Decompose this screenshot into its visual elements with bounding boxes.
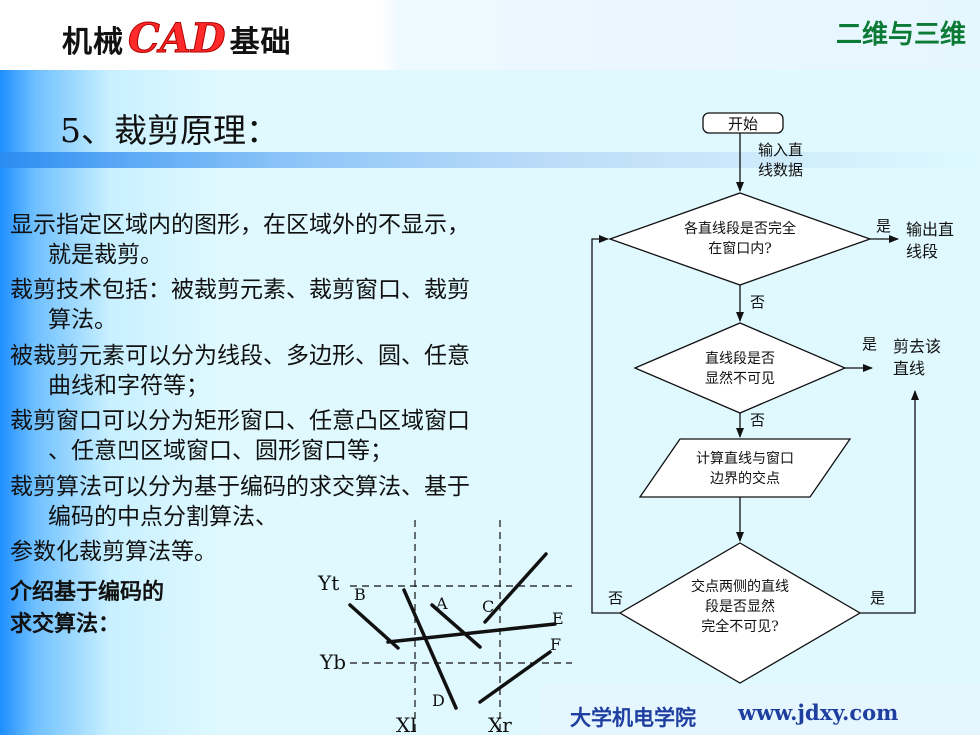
output-label-2: 线段 [906, 242, 938, 261]
paragraph-6: 参数化裁剪算法等。 [10, 537, 217, 567]
decision-1-line-2: 在窗口内? [708, 240, 772, 257]
compute-line-2: 边界的交点 [710, 470, 780, 487]
d2-yes-label: 是 [862, 335, 877, 353]
decision-3-line-3: 完全不可见? [701, 618, 779, 635]
segment-f [478, 650, 552, 704]
segment-a [430, 603, 482, 649]
decision-1 [608, 192, 872, 286]
paragraph-4: 裁剪窗口可以分为矩形窗口、任意凸区域窗口 、任意凹区域窗口、圆形窗口等； [10, 406, 470, 466]
paragraph-continuation: 就是裁剪。 [48, 242, 163, 268]
paragraph-line: 参数化裁剪算法等。 [10, 539, 217, 565]
paragraph-3: 被裁剪元素可以分为线段、多边形、圆、任意 曲线和字符等； [10, 341, 470, 401]
discard-label-2: 直线 [893, 359, 925, 378]
paragraph-continuation: 算法。 [48, 307, 117, 333]
decision-2-line-1: 直线段是否 [705, 350, 775, 367]
clipping-diagram: Yt Yb Xl Xr A B C D E F [317, 520, 572, 735]
label-f: F [550, 635, 561, 654]
logo-cad: CAD [128, 15, 227, 62]
xr-label: Xr [488, 713, 512, 735]
title-divider [0, 152, 980, 168]
paragraph-line: 裁剪算法可以分为基于编码的求交算法、基于 [10, 474, 470, 500]
label-d: D [432, 691, 445, 710]
website-link[interactable]: www.jdxy.com [738, 700, 899, 725]
arrow-to-discard [860, 390, 919, 614]
loop-back-arrow [591, 235, 620, 614]
decision-3 [618, 542, 862, 684]
d3-no-label: 否 [608, 589, 623, 607]
paragraph-line: 裁剪技术包括：被裁剪元素、裁剪窗口、裁剪 [10, 277, 470, 303]
bold-intro-1: 介绍基于编码的 [10, 580, 165, 605]
label-b: B [354, 585, 366, 604]
compute-intersection-box [638, 438, 852, 498]
yb-label: Yb [319, 650, 346, 674]
paragraph-line: 显示指定区域内的图形，在区域外的不显示， [10, 212, 470, 238]
section-title: 5、裁剪原理： [60, 111, 279, 150]
school-name: 大学机电学院 [570, 706, 696, 730]
compute-line-1: 计算直线与窗口 [696, 450, 794, 467]
subject-title: 二维与三维 [835, 20, 966, 50]
input-label-2: 线数据 [758, 161, 803, 179]
label-c: C [482, 597, 494, 616]
decision-2-line-2: 显然不可见 [705, 370, 775, 387]
paragraph-line: 裁剪窗口可以分为矩形窗口、任意凸区域窗口 [10, 408, 470, 434]
logo-prefix: 机械 [62, 25, 124, 60]
paragraph-line: 被裁剪元素可以分为线段、多边形、圆、任意 [10, 343, 470, 369]
start-box [702, 112, 784, 134]
logo-suffix: 基础 [229, 25, 292, 60]
paragraph-5: 裁剪算法可以分为基于编码的求交算法、基于 编码的中点分割算法、 [10, 472, 470, 532]
start-label: 开始 [728, 115, 758, 133]
paragraph-2: 裁剪技术包括：被裁剪元素、裁剪窗口、裁剪 算法。 [10, 275, 470, 335]
d1-no-label: 否 [750, 293, 765, 311]
footer-band [540, 686, 980, 735]
input-label-1: 输入直 [758, 141, 803, 159]
d2-no-label: 否 [750, 411, 765, 429]
clipping-flowchart: 开始 输入直 线数据 各直线段是否完全 在窗口内? 是 输出直 线段 否 直线段… [591, 112, 954, 684]
label-a: A [435, 594, 448, 613]
label-e: E [552, 609, 564, 628]
decision-2 [633, 322, 847, 414]
bold-intro-2: 求交算法： [10, 612, 121, 637]
course-logo: 机械 CAD 基础 [62, 14, 292, 64]
d3-yes-label: 是 [870, 589, 885, 607]
segment-e [386, 622, 557, 644]
decision-1-line-1: 各直线段是否完全 [684, 220, 796, 237]
output-label-1: 输出直 [906, 220, 954, 239]
decision-3-line-2: 段是否显然 [705, 598, 775, 615]
paragraph-continuation: 、任意凹区域窗口、圆形窗口等； [48, 438, 393, 464]
segment-c [483, 552, 548, 624]
d1-yes-label: 是 [876, 217, 891, 235]
paragraph-1: 显示指定区域内的图形，在区域外的不显示， 就是裁剪。 [10, 210, 470, 270]
yt-label: Yt [317, 571, 339, 595]
paragraph-continuation: 编码的中点分割算法、 [48, 504, 278, 530]
paragraph-continuation: 曲线和字符等； [48, 373, 209, 399]
header-bar [0, 0, 980, 70]
decision-3-line-1: 交点两侧的直线 [691, 578, 789, 595]
segment-d [402, 588, 458, 710]
discard-label-1: 剪去该 [893, 337, 941, 356]
xl-label: Xl [396, 713, 417, 735]
